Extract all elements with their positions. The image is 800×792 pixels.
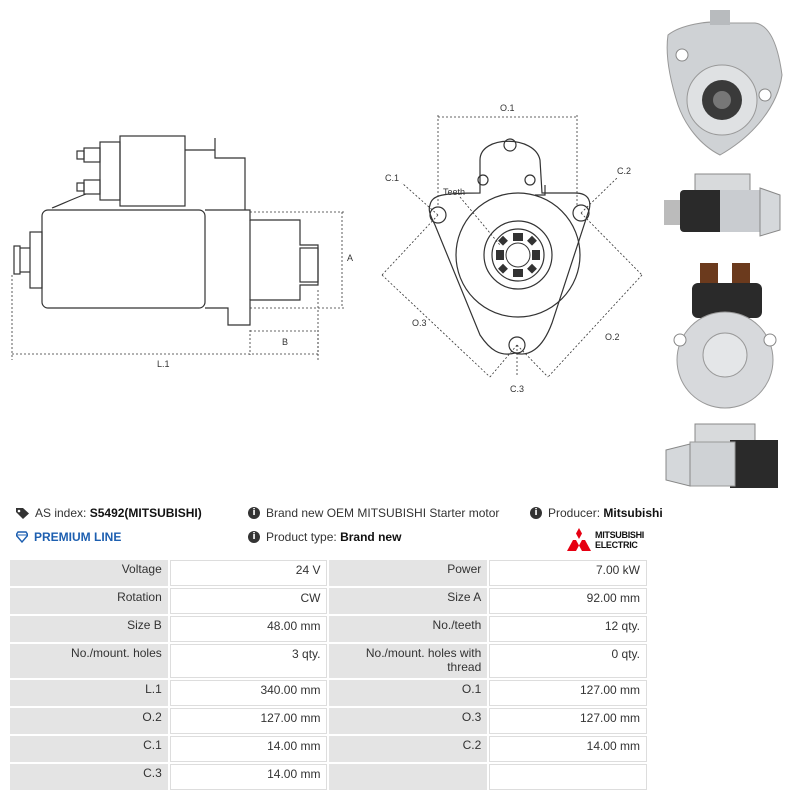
logo-text-line2: ELECTRIC [595,540,638,550]
spec-key: O.1 [329,680,488,706]
info-icon: i [530,507,542,519]
info-icon: i [248,507,260,519]
teeth-label: Teeth [443,187,465,197]
product-type-row: i Product type: Brand new [248,530,401,544]
dim-C2-label: C.2 [617,166,631,176]
as-index-value: S5492(MITSUBISHI) [89,506,202,520]
spec-value: 24 V [169,560,328,586]
product-photo-front[interactable] [660,5,790,165]
spec-value [489,764,647,790]
spec-value: CW [169,588,328,614]
spec-key: O.2 [10,708,168,734]
spec-key: C.3 [10,764,168,790]
description-row: i Brand new OEM MITSUBISHI Starter motor [248,506,499,520]
spec-key: Size B [10,616,168,642]
spec-value: 14.00 mm [169,736,328,762]
as-index-row: AS index: S5492(MITSUBISHI) [16,506,202,520]
product-photo-side[interactable] [660,170,790,245]
dim-O3-label: O.3 [412,318,427,328]
producer-value: Mitsubishi [603,506,663,520]
spec-value: 7.00 kW [489,560,647,586]
dim-B-label: B [282,337,288,347]
spec-key: Size A [329,588,488,614]
as-index-label: AS index: [35,506,87,520]
spec-key: Power [329,560,488,586]
logo-text-line1: MITSUBISHI [595,530,645,540]
spec-value: 14.00 mm [169,764,328,790]
starter-front-view-drawing: O.1 C.1 C.2 Teeth O.3 O.2 C.3 [381,103,643,394]
dim-L1-label: L.1 [157,359,170,369]
premium-line-badge: PREMIUM LINE [15,530,122,544]
product-photo-rear[interactable] [660,255,790,415]
spec-value: 0 qty. [489,644,647,678]
spec-key: No./mount. holes [10,644,168,678]
spec-value: 127.00 mm [489,680,647,706]
spec-key: No./teeth [329,616,488,642]
starter-side-view-drawing: A B L.1 [11,135,353,369]
spec-value: 48.00 mm [169,616,328,642]
spec-value: 14.00 mm [489,736,647,762]
dim-O2-label: O.2 [605,332,620,342]
spec-value: 127.00 mm [169,708,328,734]
spec-key: No./mount. holes with thread [329,644,488,678]
dim-C1-label: C.1 [385,173,399,183]
spec-value: 92.00 mm [489,588,647,614]
spec-key: Rotation [10,588,168,614]
spec-key: C.2 [329,736,488,762]
producer-label: Producer: [548,506,601,520]
product-description: Brand new OEM MITSUBISHI Starter motor [266,506,500,520]
tag-icon [16,507,29,519]
spec-key: L.1 [10,680,168,706]
spec-key [329,764,488,790]
product-type-label: Product type: [266,530,337,544]
premium-line-label: PREMIUM LINE [34,530,122,544]
info-icon: i [248,531,260,543]
dim-A-label: A [347,253,353,263]
dim-O1-label: O.1 [500,103,515,113]
dim-C3-label: C.3 [510,384,524,394]
mitsubishi-electric-logo: MITSUBISHI ELECTRIC [566,526,650,554]
spec-key: Voltage [10,560,168,586]
product-type-value: Brand new [340,530,402,544]
diamond-icon [15,531,29,544]
three-diamonds-icon [567,528,591,551]
spec-value: 3 qty. [169,644,328,678]
spec-key: C.1 [10,736,168,762]
spec-key: O.3 [329,708,488,734]
spec-value: 12 qty. [489,616,647,642]
spec-value: 127.00 mm [489,708,647,734]
producer-row: i Producer: Mitsubishi [530,506,663,520]
product-photo-side-2[interactable] [660,420,790,500]
spec-value: 340.00 mm [169,680,328,706]
